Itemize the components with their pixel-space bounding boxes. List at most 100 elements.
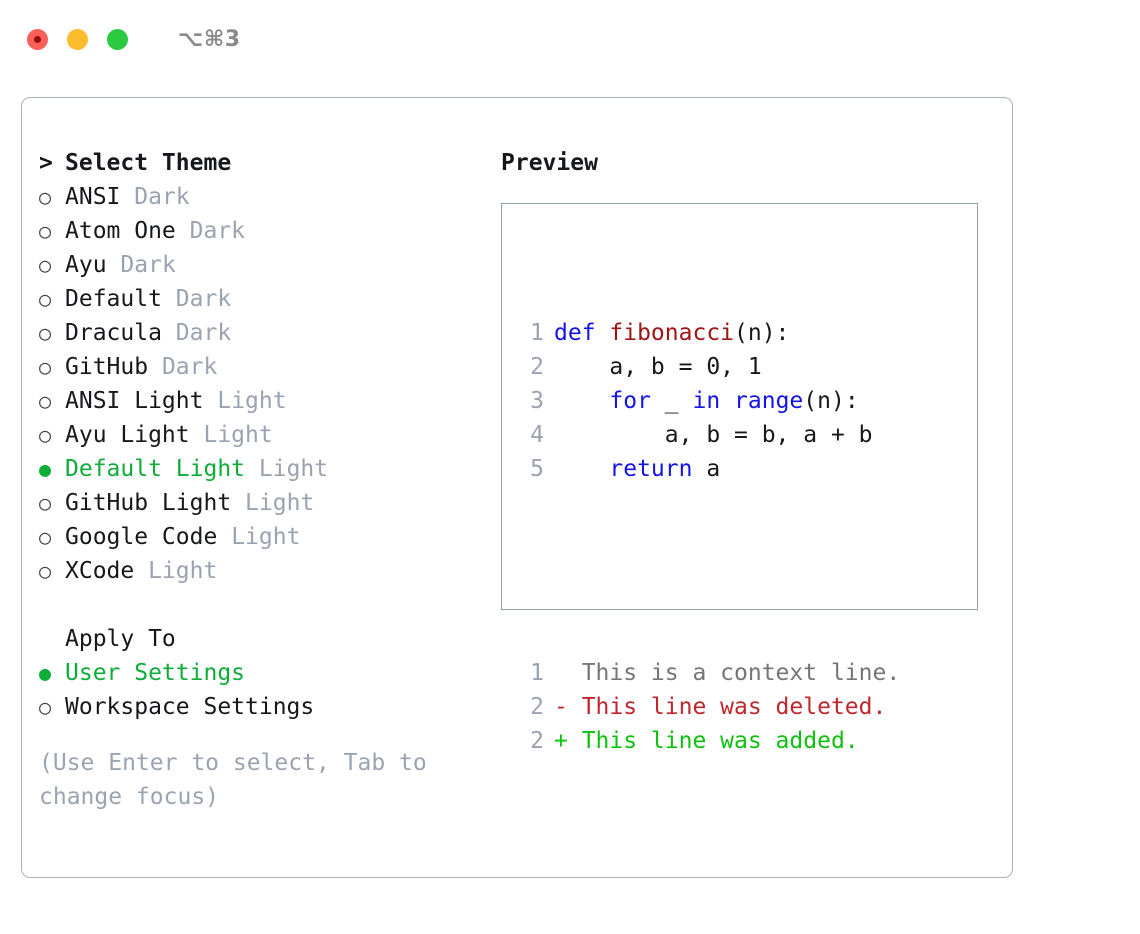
apply-to-item-workspace-settings[interactable]: ○ Workspace Settings [39, 690, 499, 724]
line-number: 2 [530, 354, 544, 380]
apply-to-list: ●User Settings ○ Workspace Settings [39, 656, 499, 724]
theme-item-category: Dark [134, 184, 190, 210]
radio-unselected-icon: ○ [39, 355, 52, 379]
theme-item-label: Default [65, 286, 162, 312]
keyboard-hint-line-2: change focus) [39, 784, 220, 810]
traffic-lights [27, 28, 128, 50]
code-line: 5 return a [520, 452, 900, 486]
apply-to-header-marker: ○ [39, 622, 65, 656]
theme-item-space [120, 180, 134, 214]
radio-unselected-icon: ○ [39, 491, 52, 515]
theme-item-space [162, 282, 176, 316]
theme-item-dracula[interactable]: ○ Dracula Dark [39, 316, 499, 350]
code-line: 2 a, b = 0, 1 [520, 350, 900, 384]
theme-list: ○ANSI Dark○Atom One Dark○Ayu Dark○Defaul… [39, 180, 499, 588]
code-token: (n): [803, 388, 859, 414]
theme-list-header: > Select Theme [39, 146, 499, 180]
code-token: _ [664, 388, 693, 414]
theme-item-label: XCode [65, 558, 135, 584]
theme-item-category: Light [148, 558, 218, 584]
theme-item-label: Google Code [65, 524, 218, 550]
diff-sample: 1 This is a context line. 2 - This line wa… [520, 656, 900, 758]
theme-item-category: Dark [175, 320, 232, 346]
diff-line: 1 This is a context line. [520, 656, 900, 690]
theme-item-space [190, 418, 204, 452]
theme-item-label: Ayu Light [65, 422, 190, 448]
radio-selected-icon: ● [39, 661, 52, 685]
apply-to-item-label: Workspace Settings [65, 694, 315, 720]
radio-unselected-icon: ○ [39, 253, 52, 277]
theme-item-ayu[interactable]: ○ Ayu Dark [39, 248, 499, 282]
keyboard-hint: (Use Enter to select, Tab to change focu… [39, 746, 459, 814]
radio-unselected-icon: ○ [39, 695, 52, 719]
close-button[interactable] [27, 28, 48, 50]
line-number: 2 [530, 728, 544, 754]
theme-item-category: Light [217, 388, 287, 414]
theme-item-category: Dark [120, 252, 176, 278]
theme-list-header-label: Select Theme [65, 150, 232, 176]
theme-item-category: Dark [175, 286, 232, 312]
keyboard-hint-line-1: (Use Enter to select, Tab to [39, 750, 427, 776]
theme-item-label: Atom One [65, 218, 176, 244]
code-token: def [554, 320, 610, 346]
main-panel: > Select Theme ○ANSI Dark○Atom One Dark○… [21, 97, 1013, 878]
theme-item-github[interactable]: ○GitHub Dark [39, 350, 499, 384]
line-number: 4 [530, 422, 544, 448]
theme-item-label: Default Light [65, 456, 246, 482]
radio-unselected-icon: ○ [39, 423, 52, 447]
theme-item-space [203, 384, 217, 418]
code-token: - This line was deleted. [554, 694, 887, 720]
radio-unselected-icon: ○ [39, 185, 52, 209]
code-token: in [692, 388, 735, 414]
line-number: 2 [530, 694, 544, 720]
apply-to-item-user-settings[interactable]: ●User Settings [39, 656, 499, 690]
theme-item-atom-one[interactable]: ○ Atom One Dark [39, 214, 499, 248]
theme-item-ansi-light[interactable]: ○ ANSI Light Light [39, 384, 499, 418]
maximize-button[interactable] [107, 28, 128, 50]
radio-unselected-icon: ○ [39, 525, 52, 549]
theme-item-label: Ayu [65, 252, 107, 278]
theme-item-label: GitHub [65, 354, 149, 380]
theme-item-default-light[interactable]: ●Default Light Light [39, 452, 499, 486]
code-token [554, 456, 609, 482]
apply-to-header-label: Apply To [65, 626, 176, 652]
theme-item-label: ANSI Light [65, 388, 204, 414]
code-token: for [609, 388, 665, 414]
code-token: range [734, 388, 804, 414]
theme-item-label: Dracula [65, 320, 162, 346]
radio-unselected-icon: ○ [39, 389, 52, 413]
recording-dot-icon [34, 35, 41, 43]
minimize-button[interactable] [67, 28, 88, 50]
code-token: (n): [734, 320, 790, 346]
code-token: return [609, 456, 707, 482]
theme-selector-column: > Select Theme ○ANSI Dark○Atom One Dark○… [39, 146, 499, 724]
theme-item-space [217, 520, 231, 554]
preview-title: Preview [501, 150, 598, 176]
theme-item-xcode[interactable]: ○XCode Light [39, 554, 499, 588]
theme-item-ansi[interactable]: ○ANSI Dark [39, 180, 499, 214]
radio-unselected-icon: ○ [39, 321, 52, 345]
diff-line: 2 - This line was deleted. [520, 690, 900, 724]
code-line: 4 a, b = b, a + b [520, 418, 900, 452]
title-bar: ⌥⌘3 [0, 0, 1140, 78]
theme-item-space [107, 248, 121, 282]
line-number: 1 [530, 660, 544, 686]
theme-item-default[interactable]: ○Default Dark [39, 282, 499, 316]
code-diff-spacer [520, 554, 900, 588]
code-token: a, b = 0, 1 [554, 354, 762, 380]
theme-item-category: Light [245, 490, 315, 516]
code-token: + This line was added. [554, 728, 859, 754]
keyboard-shortcut-label: ⌥⌘3 [178, 26, 241, 52]
theme-item-ayu-light[interactable]: ○Ayu Light Light [39, 418, 499, 452]
theme-item-category: Dark [189, 218, 246, 244]
line-number: 3 [530, 388, 544, 414]
code-token [554, 388, 609, 414]
theme-item-google-code[interactable]: ○Google Code Light [39, 520, 499, 554]
code-line: 3 for _ in range(n): [520, 384, 900, 418]
radio-unselected-icon: ○ [39, 219, 52, 243]
theme-item-github-light[interactable]: ○GitHub Light Light [39, 486, 499, 520]
